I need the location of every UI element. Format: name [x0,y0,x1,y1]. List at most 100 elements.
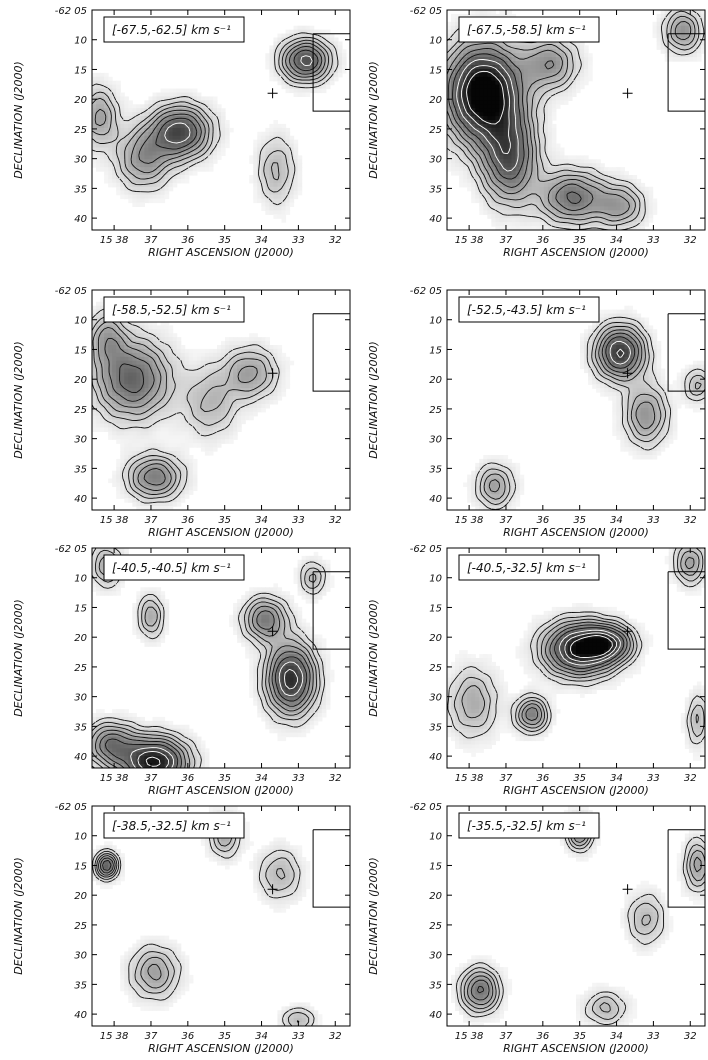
x-tick-label: 36 [181,235,194,246]
intensity-cell [483,49,488,54]
intensity-cell [177,337,182,342]
intensity-cell [161,136,166,141]
intensity-cell [169,329,174,334]
intensity-cell [104,151,109,156]
intensity-cell [124,447,129,452]
intensity-cell [544,183,549,188]
intensity-cell [233,365,238,370]
intensity-cell [584,214,589,219]
intensity-cell [132,384,137,389]
intensity-cell [253,171,258,176]
intensity-cell [136,376,141,381]
intensity-cell [261,179,266,184]
intensity-cell [616,175,621,180]
intensity-cell [157,329,162,334]
intensity-cell [536,222,541,227]
intensity-cell [273,345,278,350]
intensity-cell [257,400,262,405]
intensity-cell [269,396,274,401]
intensity-cell [277,61,282,66]
intensity-cell [92,89,97,94]
intensity-cell [528,163,533,168]
intensity-cell [653,22,658,27]
intensity-cell [189,384,194,389]
intensity-cell [157,159,162,164]
intensity-cell [572,199,577,204]
intensity-cell [689,57,694,62]
intensity-cell [612,171,617,176]
intensity-cell [576,77,581,82]
intensity-cell [116,349,121,354]
intensity-cell [269,148,274,153]
intensity-cell [189,428,194,433]
intensity-cell [560,100,565,105]
intensity-cell [181,396,186,401]
intensity-cell [177,120,182,125]
intensity-cell [209,353,214,358]
intensity-cell [584,155,589,160]
intensity-cell [584,45,589,50]
intensity-cell [608,195,613,200]
intensity-cell [189,373,194,378]
intensity-cell [197,412,202,417]
intensity-cell [277,345,282,350]
intensity-cell [528,187,533,192]
intensity-cell [491,77,496,82]
intensity-cell [185,451,190,456]
intensity-cell [132,373,137,378]
intensity-cell [632,175,637,180]
intensity-cell [241,408,246,413]
intensity-cell [169,333,174,338]
intensity-cell [588,69,593,74]
intensity-cell [576,210,581,215]
intensity-cell [181,439,186,444]
intensity-cell [536,183,541,188]
intensity-cell [265,400,270,405]
intensity-cell [536,163,541,168]
intensity-cell [281,373,286,378]
intensity-cell [201,384,206,389]
intensity-cell [148,199,153,204]
intensity-cell [124,369,129,374]
intensity-cell [213,388,218,393]
intensity-cell [100,408,105,413]
intensity-cell [507,155,512,160]
intensity-cell [475,96,480,101]
intensity-cell [229,439,234,444]
intensity-cell [451,89,456,94]
intensity-cell [261,337,266,342]
intensity-cell [600,167,605,172]
intensity-cell [568,195,573,200]
intensity-cell [483,112,488,117]
intensity-cell [209,439,214,444]
intensity-cell [632,191,637,196]
intensity-cell [193,349,198,354]
intensity-cell [467,128,472,133]
intensity-cell [447,155,452,160]
intensity-cell [152,431,157,436]
intensity-cell [471,10,476,15]
intensity-cell [132,369,137,374]
intensity-cell [140,183,145,188]
intensity-cell [177,416,182,421]
intensity-cell [286,151,291,156]
intensity-cell [487,89,492,94]
intensity-cell [495,222,500,227]
intensity-cell [568,89,573,94]
intensity-cell [552,104,557,109]
intensity-cell [124,451,129,456]
intensity-cell [552,124,557,129]
intensity-cell [298,155,303,160]
intensity-cell [152,163,157,168]
intensity-cell [221,140,226,145]
intensity-cell [92,159,97,164]
intensity-cell [148,420,153,425]
intensity-cell [116,357,121,362]
intensity-cell [507,116,512,121]
intensity-cell [499,120,504,125]
intensity-cell [169,128,174,133]
intensity-cell [165,144,170,149]
intensity-cell [148,148,153,153]
intensity-cell [487,10,492,15]
